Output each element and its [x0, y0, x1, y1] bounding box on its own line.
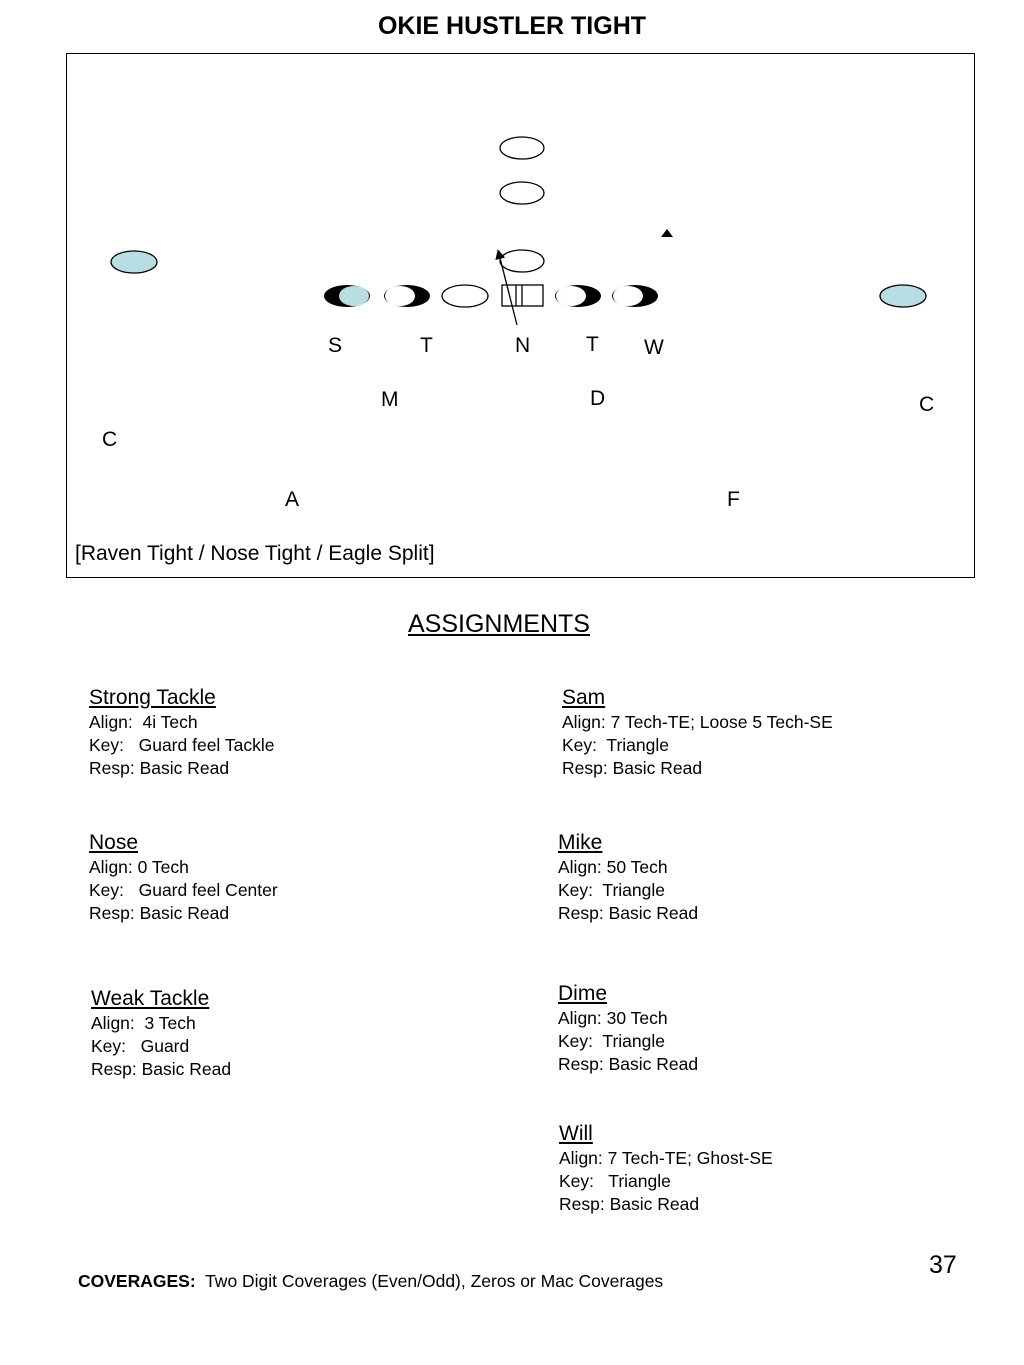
label-s: S [328, 334, 342, 357]
assignment-key: Key: Guard [91, 1036, 190, 1056]
assignment-title: Strong Tackle [89, 686, 216, 709]
assignment-resp: Resp: Basic Read [91, 1059, 232, 1079]
assignment-will: Will Align: 7 Tech-TE; Ghost-SE Key: Tri… [559, 1121, 773, 1216]
assignment-title: Will [559, 1122, 593, 1145]
assignment-resp: Resp: Basic Read [89, 758, 230, 778]
assignment-strong-tackle: Strong Tackle Align: 4i Tech Key: Guard … [89, 685, 274, 780]
assignment-resp: Resp: Basic Read [558, 1054, 699, 1074]
right-tackle-shaded [612, 285, 658, 307]
label-f: F [727, 488, 740, 511]
assignment-resp: Resp: Basic Read [558, 903, 699, 923]
assignment-align: Align: 0 Tech [89, 857, 189, 877]
label-t-left: T [420, 334, 433, 357]
assignment-weak-tackle: Weak Tackle Align: 3 Tech Key: Guard Res… [91, 986, 231, 1081]
right-guard-shaded [555, 285, 601, 307]
diagram-caption: [Raven Tight / Nose Tight / Eagle Split] [75, 542, 435, 565]
left-receiver-oval [110, 250, 158, 274]
assignment-key: Key: Triangle [562, 735, 669, 755]
assignment-align: Align: 4i Tech [89, 712, 198, 732]
assignment-align: Align: 3 Tech [91, 1013, 196, 1033]
page-title: OKIE HUSTLER TIGHT [377, 12, 647, 40]
assignment-resp: Resp: Basic Read [562, 758, 703, 778]
assignment-align: Align: 30 Tech [558, 1008, 668, 1028]
left-tackle-shaded [384, 285, 430, 307]
fullback-oval [499, 136, 545, 160]
assignment-align: Align: 7 Tech-TE; Ghost-SE [559, 1148, 773, 1168]
assignment-dime: Dime Align: 30 Tech Key: Triangle Resp: … [558, 981, 698, 1076]
nose-movement-arrow [495, 249, 518, 326]
assignment-key: Key: Triangle [558, 1031, 665, 1051]
label-m: M [381, 388, 399, 411]
tight-end-left [324, 285, 370, 307]
assignment-nose: Nose Align: 0 Tech Key: Guard feel Cente… [89, 830, 278, 925]
assignment-key: Key: Guard feel Center [89, 880, 278, 900]
assignment-resp: Resp: Basic Read [89, 903, 230, 923]
assignment-resp: Resp: Basic Read [559, 1194, 700, 1214]
assignment-sam: Sam Align: 7 Tech-TE; Loose 5 Tech-SE Ke… [562, 685, 833, 780]
assignment-mike: Mike Align: 50 Tech Key: Triangle Resp: … [558, 830, 698, 925]
assignment-key: Key: Guard feel Tackle [89, 735, 275, 755]
label-t-right: T [586, 333, 599, 356]
assignment-align: Align: 50 Tech [558, 857, 668, 877]
center-box [501, 284, 544, 307]
label-d: D [590, 387, 605, 410]
assignments-heading: ASSIGNMENTS [408, 610, 590, 638]
label-n: N [515, 334, 530, 357]
assignment-title: Dime [558, 982, 608, 1005]
assignment-title: Weak Tackle [91, 987, 210, 1010]
assignment-key: Key: Triangle [558, 880, 665, 900]
tailback-oval [499, 181, 545, 205]
label-c-left: C [102, 428, 117, 451]
left-guard-oval [441, 284, 489, 308]
coverages-label: COVERAGES: [78, 1271, 196, 1291]
assignment-align: Align: 7 Tech-TE; Loose 5 Tech-SE [562, 712, 833, 732]
label-a: A [285, 488, 299, 511]
right-receiver-oval [879, 284, 927, 308]
formation-svg: S T N T W M D C C A F [102, 136, 934, 511]
page-number: 37 [929, 1251, 957, 1279]
assignment-key: Key: Triangle [559, 1171, 671, 1191]
coverages-line: COVERAGES: Two Digit Coverages (Even/Odd… [78, 1271, 663, 1292]
assignment-title: Sam [562, 686, 606, 709]
assignment-title: Mike [558, 831, 603, 854]
triangle-marker-icon [661, 229, 673, 237]
label-w: W [644, 336, 664, 359]
assignment-title: Nose [89, 831, 139, 854]
label-c-right: C [919, 393, 934, 416]
formation-diagram: S T N T W M D C C A F [Raven Tight / Nos… [66, 53, 975, 578]
quarterback-oval [499, 249, 545, 273]
coverages-text: Two Digit Coverages (Even/Odd), Zeros or… [205, 1271, 664, 1291]
